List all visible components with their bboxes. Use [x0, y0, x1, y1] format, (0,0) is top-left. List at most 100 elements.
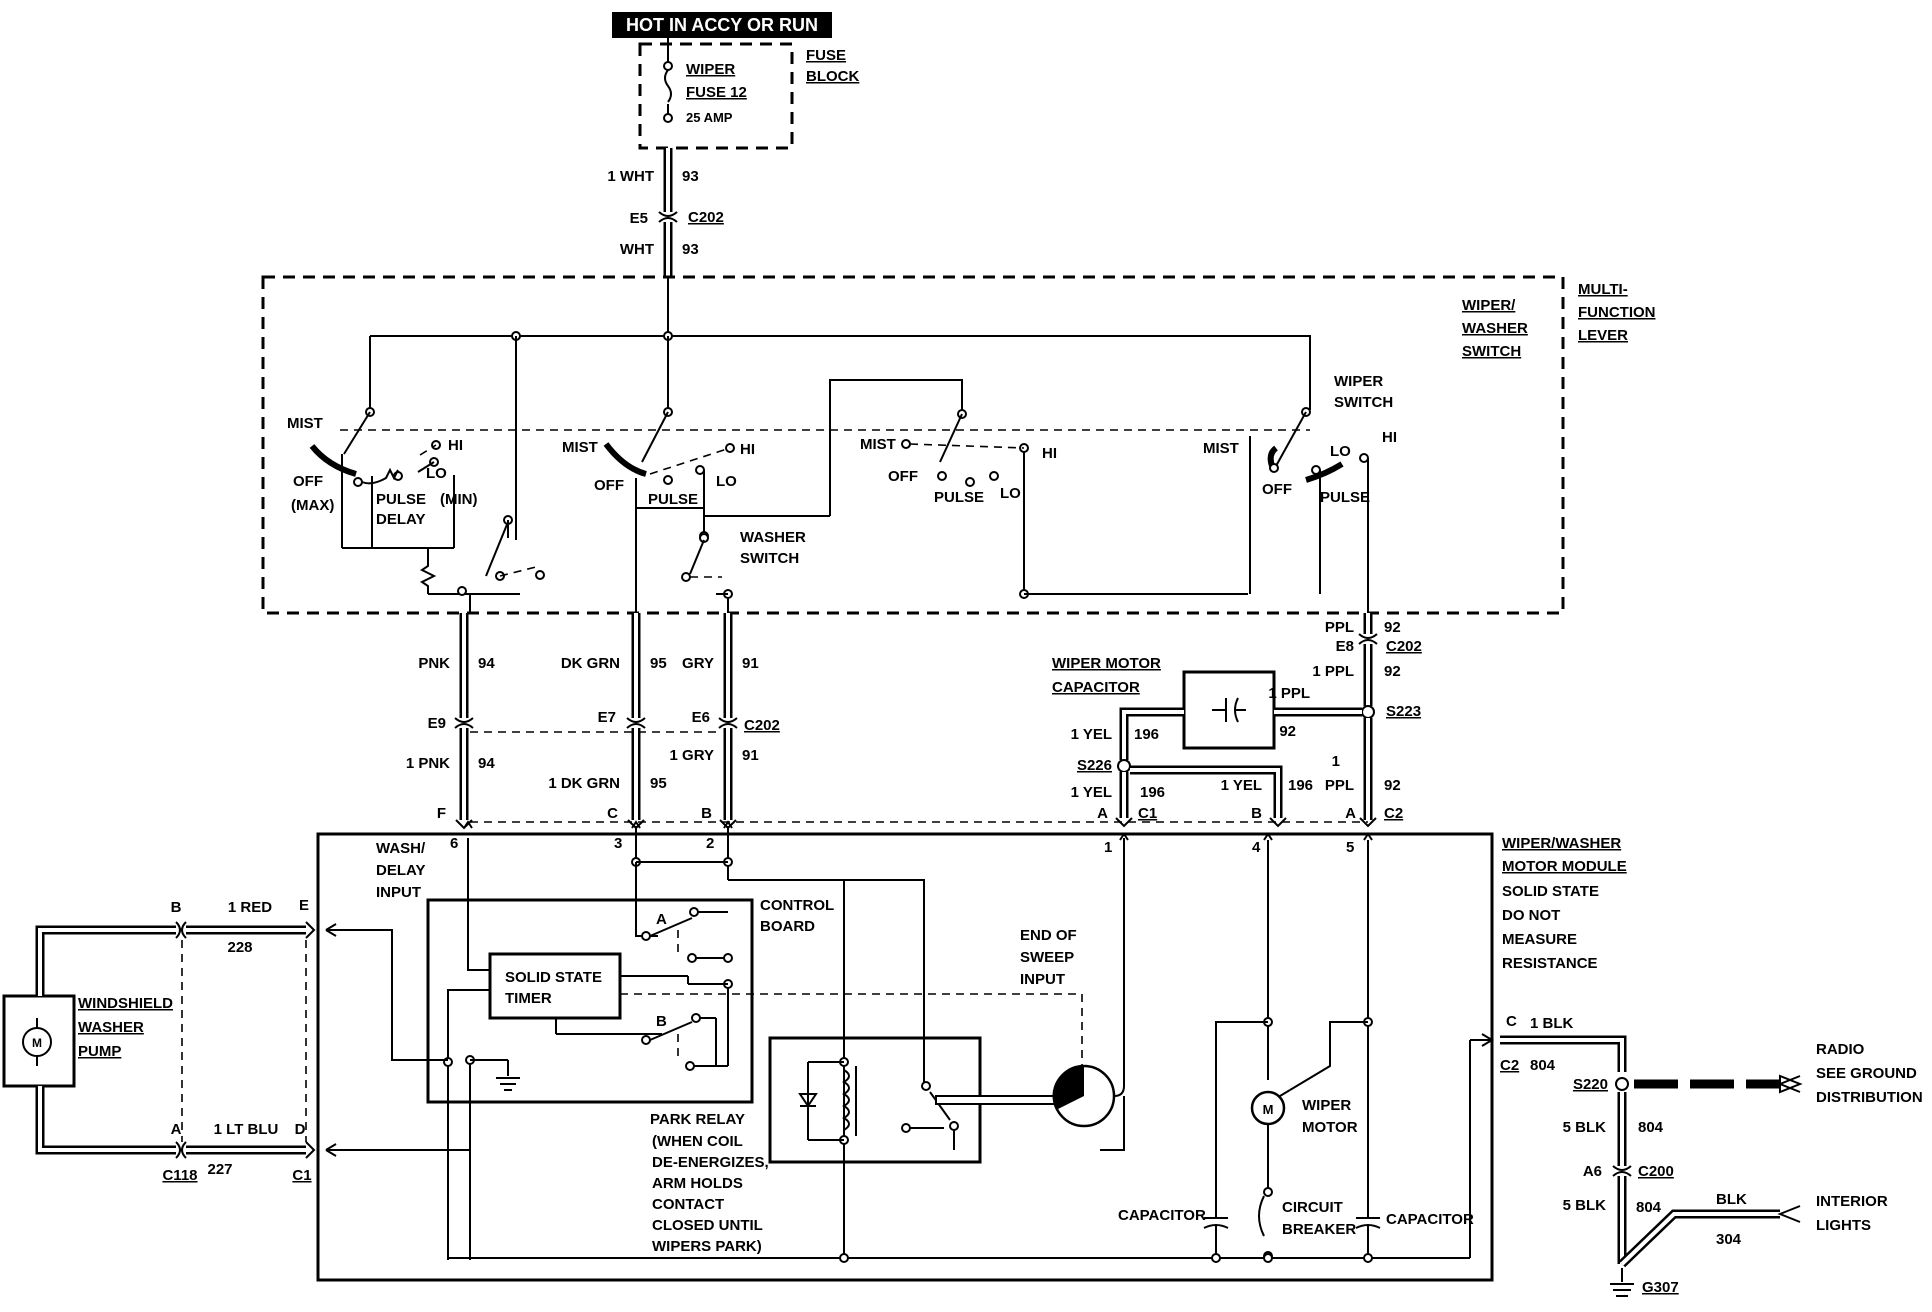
contact-b: B: [656, 1013, 667, 1030]
ppl-mid-circuit: 92: [1384, 663, 1401, 680]
module-pin-2: 2: [706, 835, 714, 852]
gnd-blk5-b-circuit: 804: [1636, 1199, 1662, 1216]
module-pin-5: 5: [1346, 839, 1354, 856]
module-internal-wiring: [463, 820, 1373, 1062]
wiper-switch-section-2: [603, 407, 830, 613]
fuse-name-2: FUSE 12: [686, 84, 747, 101]
radio-3: DISTRIBUTION: [1816, 1089, 1923, 1106]
dkgrn-lower-circuit: 95: [650, 775, 667, 792]
pos-lo-4: LO: [1330, 443, 1351, 460]
pos-off-4: OFF: [1262, 481, 1292, 498]
ppl-lower-1: 1: [1332, 753, 1340, 770]
red-circuit: 228: [227, 939, 252, 956]
yel-term: A: [1097, 805, 1108, 822]
gnd-blk5-a-circuit: 804: [1638, 1119, 1664, 1136]
pos-pulse-2: PULSE: [648, 491, 698, 508]
washer-switch-2: SWITCH: [740, 550, 799, 567]
fuse-block-1: FUSE: [806, 47, 846, 64]
wash-label-1: WASH/: [376, 840, 426, 857]
switch-name-3: SWITCH: [1462, 343, 1521, 360]
gnd-c-pin: C: [1506, 1013, 1517, 1030]
relay-label-3: DE-ENERGIZES,: [652, 1154, 769, 1171]
svg-text:M: M: [32, 1036, 42, 1050]
pump-name-1: WINDSHIELD: [78, 995, 173, 1012]
blu-wire: 1 LT BLU: [214, 1121, 279, 1138]
pos-hi-3: HI: [1042, 445, 1057, 462]
gry-term: B: [701, 805, 712, 822]
control-label-1: CONTROL: [760, 897, 834, 914]
relay-label-6: CLOSED UNTIL: [652, 1217, 763, 1234]
wiper-motor-capacitor: [1182, 670, 1276, 750]
washer-switch-1: WASHER: [740, 529, 806, 546]
splice-s223: S223: [1386, 703, 1421, 720]
motor-label-1: WIPER: [1302, 1097, 1351, 1114]
red-right: E: [299, 897, 309, 914]
relay-label-7: WIPERS PARK): [652, 1238, 762, 1255]
fuse-block-outline: [638, 42, 794, 150]
gnd-blk-circuit: 304: [1716, 1231, 1742, 1248]
hot-label-group: HOT IN ACCY OR RUN: [612, 12, 832, 38]
gnd-g307: G307: [1642, 1279, 1679, 1296]
conn-c1-washer: C1: [292, 1167, 311, 1184]
fuse-block-2: BLOCK: [806, 68, 859, 85]
pos-hi-4: HI: [1382, 429, 1397, 446]
fuse-name-1: WIPER: [686, 61, 735, 78]
pos-mist-4: MIST: [1203, 440, 1239, 457]
ppl-conn: C2: [1384, 805, 1403, 822]
ppl-lower-circuit: 92: [1384, 777, 1401, 794]
timer-label-2: TIMER: [505, 990, 552, 1007]
radio-2: SEE GROUND: [1816, 1065, 1917, 1082]
ppl-pin: E8: [1336, 638, 1354, 655]
dkgrn-lower: 1 DK GRN: [548, 775, 620, 792]
gry-lower: 1 GRY: [670, 747, 714, 764]
pos-off-1: OFF: [293, 473, 323, 490]
ground-wires: [1500, 1035, 1803, 1297]
feed-upper-circuit: 93: [682, 168, 699, 185]
fuse-symbol: [663, 38, 673, 123]
yel-lower-circuit: 196: [1140, 784, 1165, 801]
ppl-term: A: [1345, 805, 1356, 822]
module-pin-6: 6: [450, 835, 458, 852]
pos-mist-3: MIST: [860, 436, 896, 453]
relay-label-4: ARM HOLDS: [652, 1175, 743, 1192]
wiper-switch-section-3: [901, 409, 1248, 599]
motor-module-outline: [316, 832, 1494, 1282]
yel-right-term: B: [1251, 805, 1262, 822]
pos-mist-1: MIST: [287, 415, 323, 432]
ppl-cap-circuit: 92: [1279, 723, 1296, 740]
pos-off-2: OFF: [594, 477, 624, 494]
red-left: B: [171, 899, 182, 916]
dkgrn-pin: E7: [598, 709, 616, 726]
yel-right: 1 YEL: [1221, 777, 1262, 794]
yel-upper-circuit: 196: [1134, 726, 1159, 743]
red-wire: 1 RED: [228, 899, 272, 916]
feed-connector: C202: [688, 209, 724, 226]
blu-left: A: [171, 1121, 182, 1138]
feed-lower-wire: WHT: [620, 241, 654, 258]
wash-label-3: INPUT: [376, 884, 421, 901]
end-of-sweep-cam: [1052, 838, 1125, 1151]
pos-min: (MIN): [440, 491, 478, 508]
dkgrn-upper: DK GRN: [561, 655, 620, 672]
gnd-pin-a6: A6: [1583, 1163, 1602, 1180]
control-label-2: BOARD: [760, 918, 815, 935]
pump-name-2: WASHER: [78, 1019, 144, 1036]
pnk-term: F: [437, 805, 446, 822]
splice-s226: S226: [1077, 757, 1112, 774]
contact-a: A: [656, 911, 667, 928]
module-note-1: SOLID STATE: [1502, 883, 1599, 900]
breaker-label-1: CIRCUIT: [1282, 1199, 1343, 1216]
dkgrn-upper-circuit: 95: [650, 655, 667, 672]
gnd-c200: C200: [1638, 1163, 1674, 1180]
ppl-mid: 1 PPL: [1312, 663, 1354, 680]
pos-hi-1: HI: [448, 437, 463, 454]
ppl-lower-2: PPL: [1325, 777, 1354, 794]
gnd-c-wire: 1 BLK: [1530, 1015, 1574, 1032]
pos-off-3: OFF: [888, 468, 918, 485]
module-pin-4: 4: [1252, 839, 1261, 856]
module-note-2: DO NOT: [1502, 907, 1560, 924]
module-note-4: RESISTANCE: [1502, 955, 1598, 972]
washer-wires: [35, 921, 316, 1159]
module-note-3: MEASURE: [1502, 931, 1577, 948]
